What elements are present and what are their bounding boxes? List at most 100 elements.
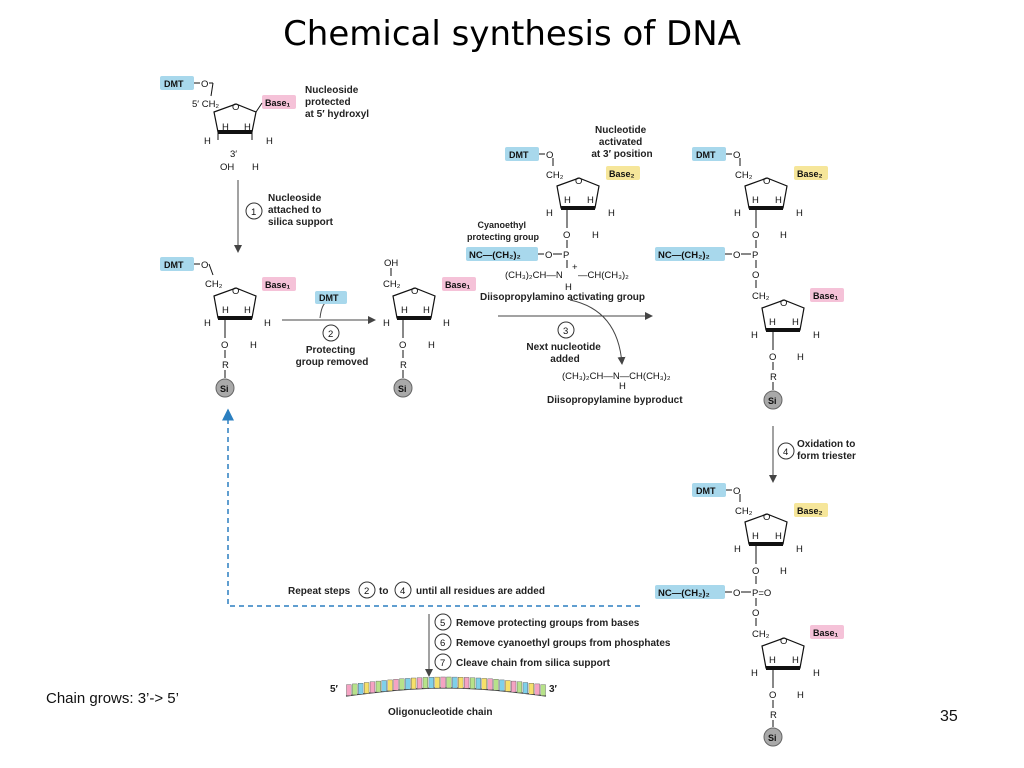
cyanoethyl-formula: NC—(CH₂)₂ [658, 250, 710, 261]
chain-nucleotide [464, 677, 470, 689]
dmt-label: DMT [696, 486, 716, 496]
chain-nucleotide [352, 683, 358, 696]
ring-oxygen: O [411, 286, 418, 297]
chain-nucleotide [516, 681, 523, 693]
step-5-number: 5 [440, 618, 445, 629]
h-label: H [250, 340, 257, 351]
step-3-badge [557, 321, 575, 339]
ring-oxygen: O [763, 512, 770, 523]
ch2-label: CH₂ [205, 279, 223, 290]
cyanoethyl-label: Cyanoethyl protecting group [467, 220, 539, 242]
base2-label: Base₂ [797, 169, 823, 179]
oxygen-label: O [201, 260, 208, 271]
dmt-label: DMT [319, 293, 339, 303]
h-label: H [423, 305, 430, 316]
dmt-pill [315, 291, 347, 304]
five-prime-label: 5′ [330, 684, 339, 695]
oxygen-label: O [563, 230, 570, 241]
base2-label: Base₂ [797, 506, 823, 516]
chain-nucleotide [375, 680, 382, 693]
ch2-label: CH₂ [735, 506, 753, 517]
chain-nucleotide [428, 677, 434, 689]
dmt-pill [160, 257, 194, 271]
base1-pill [262, 95, 296, 109]
h-label: H [792, 317, 799, 328]
ring-oxygen: O [780, 298, 787, 309]
chain-nucleotide [469, 677, 476, 689]
base1-label: Base₁ [445, 280, 471, 290]
chain-nucleotide [446, 676, 452, 689]
h-label: H [751, 330, 758, 341]
chain-nucleotide [393, 679, 399, 691]
repeat-step-4-badge [394, 581, 412, 599]
h-label: H [546, 208, 553, 219]
oligonucleotide-chain [345, 676, 547, 697]
oxygen-label: O [399, 340, 406, 351]
repeat-loop-arrow [222, 408, 640, 607]
oxygen-label: O [733, 486, 740, 497]
chain-nucleotide [369, 681, 376, 693]
chain-nucleotide [381, 680, 387, 692]
repeat-step-4-number: 4 [400, 586, 405, 597]
dmt-pill [505, 147, 539, 161]
h-label: H [401, 305, 408, 316]
h-label: H [266, 136, 273, 147]
dmt-label: DMT [509, 150, 529, 160]
ch2-label: CH₂ [752, 291, 770, 302]
h-label: H [813, 668, 820, 679]
ring-oxygen: O [780, 636, 787, 647]
silica-bead [215, 378, 235, 398]
oxygen-label: O [769, 352, 776, 363]
h-label: H [751, 668, 758, 679]
phosphorus-label: P [752, 250, 758, 261]
chain-nucleotide [452, 676, 458, 689]
chain-nucleotide [493, 679, 499, 691]
repeat-step-2-badge [358, 581, 376, 599]
oxygen-label: O [733, 588, 740, 599]
nucleoside-protected-label: Nucleoside protected at 5′ hydroxyl [305, 85, 369, 120]
phosphorus-label: P [563, 250, 569, 261]
chain-nucleotide [458, 677, 464, 689]
step-6-label: Remove cyanoethyl groups from phosphates [456, 638, 671, 649]
h-label: H [796, 544, 803, 555]
chain-nucleotide [411, 677, 417, 690]
chain-nucleotide [487, 678, 493, 690]
cyanoethyl-pill [655, 585, 725, 599]
repeat-suffix: until all residues are added [416, 586, 545, 597]
base1-label: Base₁ [813, 291, 839, 301]
activated-nucleotide-structure: DMT O CH₂ Base₂ O H H H H H O NC—(CH₂)₂ … [466, 147, 640, 293]
h-label: H [780, 566, 787, 577]
base2-label: Base₂ [609, 169, 635, 179]
oxygen-label: O [221, 340, 228, 351]
nucleoside-protected-structure: DMT O 5′ CH₂ Base₁ O H H H H 3′ OH H [160, 76, 296, 173]
r-label: R [770, 710, 777, 721]
h-label: H [204, 318, 211, 329]
base1-pill [810, 288, 844, 302]
step-1-badge [245, 202, 263, 220]
chain-nucleotide [481, 678, 487, 690]
chain-nucleotide [422, 677, 429, 689]
chain-nucleotide [364, 682, 370, 694]
h-label: H [383, 318, 390, 329]
cyanoethyl-formula: NC—(CH₂)₂ [658, 588, 710, 599]
chain-nucleotide [405, 678, 411, 690]
h-label: H [752, 531, 759, 542]
oxygen-label: O [752, 566, 759, 577]
chain-nucleotide [511, 680, 517, 693]
step-6-badge [434, 633, 452, 651]
amine-right: —CH(CH₃)₂ [578, 270, 629, 281]
diisopropylamino-label: Diisopropylamino activating group [480, 292, 645, 303]
silica-bead [393, 378, 413, 398]
step-5-label: Remove protecting groups from bases [456, 618, 640, 629]
h-label: H [797, 352, 804, 363]
r-label: R [770, 372, 777, 383]
chain-nucleotide [399, 678, 405, 690]
chain-nucleotide [534, 683, 540, 696]
ring-oxygen: O [232, 286, 239, 297]
dmt-label: DMT [696, 150, 716, 160]
h-label: H [796, 208, 803, 219]
h-label: H [775, 531, 782, 542]
dinucleotide-structure: DMT O CH₂ Base₂ O H H H H H O NC—(CH₂)₂ … [655, 147, 844, 410]
step-3-number: 3 [563, 326, 568, 337]
